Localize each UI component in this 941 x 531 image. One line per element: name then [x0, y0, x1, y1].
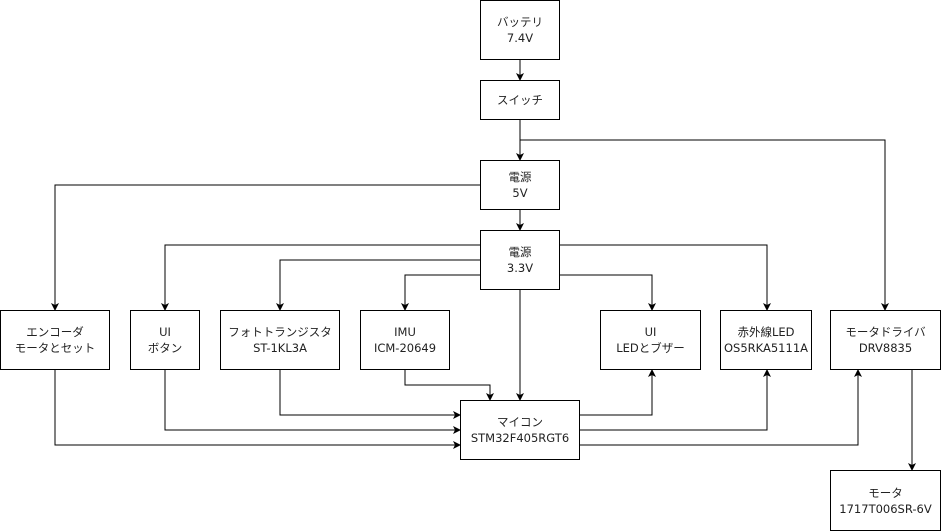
edge-mcu-motor-driver: [580, 369, 862, 446]
battery-node: バッテリ 7.4V: [480, 0, 560, 60]
motor-driver-part: DRV8835: [858, 341, 913, 355]
motor-driver-label: モータドライバ: [845, 325, 926, 339]
encoder-node: エンコーダ モータとセット: [0, 310, 110, 370]
motor-part: 1717T006SR-6V: [839, 501, 932, 516]
switch-label: スイッチ: [497, 93, 543, 107]
edge-mcu-ir-led: [580, 369, 771, 431]
edge-power33v-ui-button: [161, 244, 480, 311]
power-3v3-node: 電源 3.3V: [480, 230, 560, 290]
ui-button-detail: ボタン: [147, 341, 183, 355]
edge-power33v-ir-led: [560, 244, 771, 311]
ir-led-part: OS5RKA5111A: [724, 341, 808, 355]
ir-led-node: 赤外線LED OS5RKA5111A: [720, 310, 812, 370]
mcu-label: マイコン: [497, 415, 543, 429]
imu-label: IMU: [394, 325, 416, 339]
power-5v-voltage: 5V: [512, 186, 528, 200]
edge-phototransistor-mcu: [279, 370, 461, 419]
power-5v-label: 電源: [508, 170, 532, 184]
edge-power33v-phototransistor: [276, 259, 480, 311]
phototransistor-label: フォトトランジスタ: [228, 325, 332, 339]
ui-led-node: UI LEDとブザー: [600, 310, 701, 370]
edge-encoder-mcu: [54, 370, 461, 449]
ui-button-node: UI ボタン: [130, 310, 200, 370]
edge-mcu-ui-led: [580, 369, 656, 416]
ui-led-detail: LEDとブザー: [616, 341, 685, 355]
motor-node: モータ 1717T006SR-6V: [830, 470, 941, 531]
imu-part: ICM-20649: [373, 341, 437, 355]
switch-node: スイッチ: [480, 80, 560, 120]
edge-ui-button-mcu: [164, 370, 461, 434]
motor-driver-node: モータドライバ DRV8835: [830, 310, 941, 370]
mcu-node: マイコン STM32F405RGT6: [460, 400, 580, 460]
power-3v3-voltage: 3.3V: [506, 261, 534, 275]
edge-switch-motor-driver: [520, 139, 889, 311]
ir-led-label: 赤外線LED: [737, 325, 795, 339]
motor-label: モータ: [868, 485, 903, 500]
imu-node: IMU ICM-20649: [360, 310, 450, 370]
edge-imu-mcu: [404, 370, 494, 401]
battery-voltage: 7.4V: [506, 31, 534, 45]
ui-led-label: UI: [644, 325, 657, 339]
mcu-part: STM32F405RGT6: [470, 431, 570, 445]
encoder-detail: モータとセット: [14, 341, 96, 355]
phototransistor-node: フォトトランジスタ ST-1KL3A: [220, 310, 340, 370]
edge-power33v-ui-led: [560, 274, 656, 311]
ui-button-label: UI: [159, 325, 171, 339]
edge-power33v-imu: [401, 274, 480, 311]
edge-power5v-encoder: [51, 184, 480, 311]
encoder-label: エンコーダ: [26, 325, 84, 339]
battery-label: バッテリ: [497, 15, 543, 29]
power-3v3-label: 電源: [508, 245, 532, 259]
power-5v-node: 電源 5V: [480, 160, 560, 210]
phototransistor-part: ST-1KL3A: [253, 341, 307, 355]
